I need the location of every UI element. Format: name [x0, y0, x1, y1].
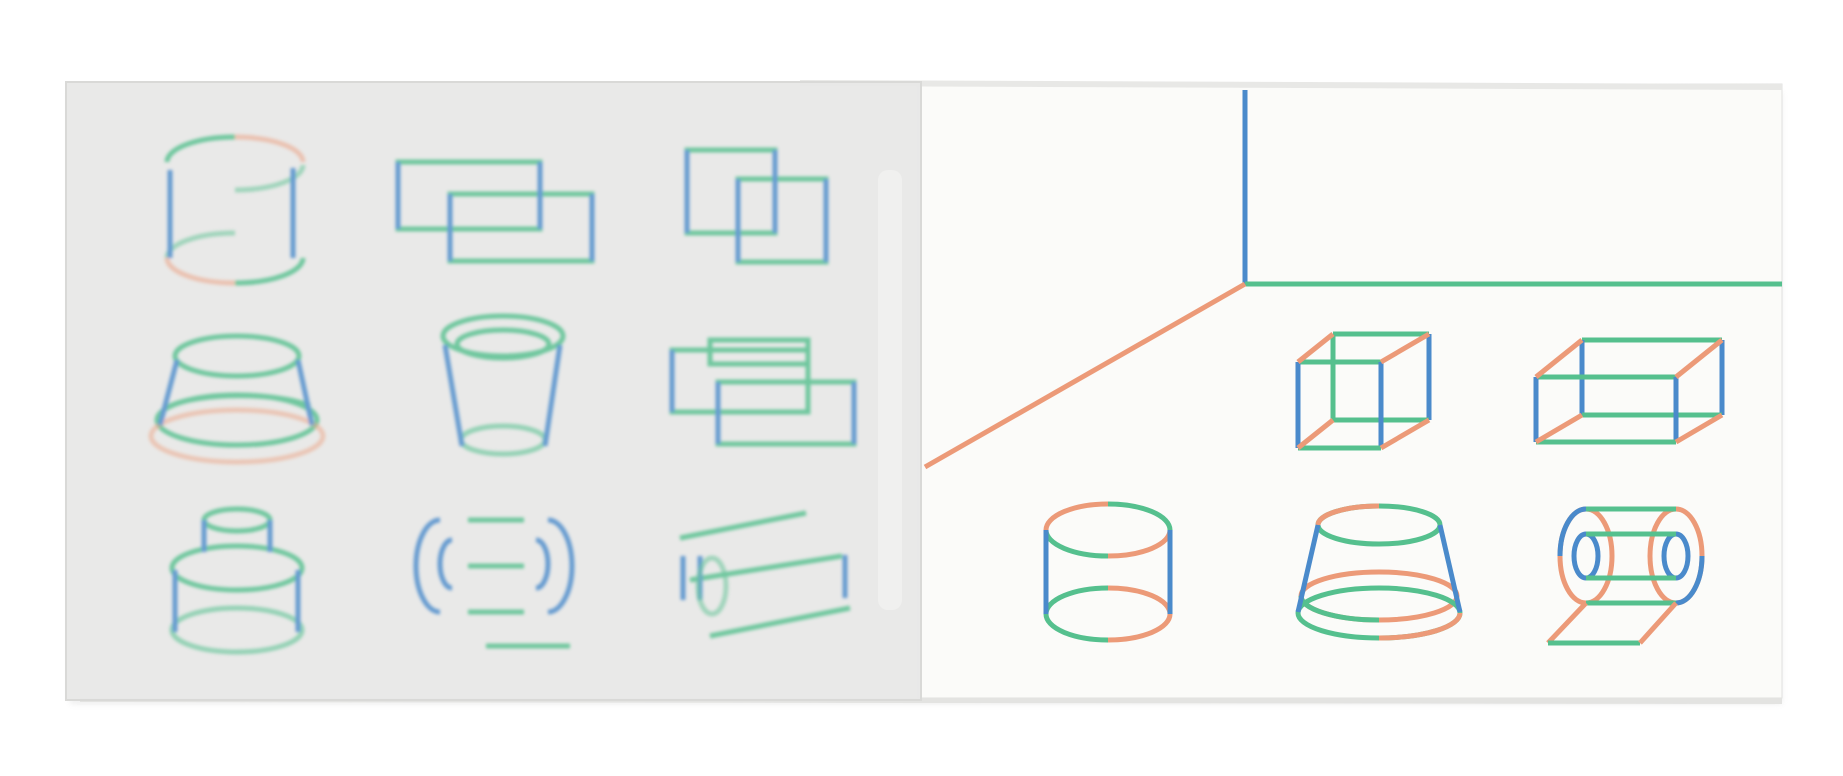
roll-drawing: [1546, 506, 1705, 646]
sheet-roll: [413, 517, 575, 649]
room-corner: [923, 90, 1782, 470]
cube-drawing: [1295, 331, 1432, 451]
sheet-offset-box: [669, 337, 857, 447]
box-drawing: [1533, 337, 1725, 445]
tracing-sheet-edge: [65, 81, 922, 701]
sheet-double-box: [395, 159, 595, 264]
tracing-sheet: [66, 82, 921, 700]
sheet-drawings: [148, 134, 857, 655]
sheet-cylinder: [164, 134, 306, 286]
sheet-stacked-cylinder: [169, 506, 305, 655]
cylinder-drawing: [1043, 501, 1173, 643]
frustum-drawing: [1295, 503, 1463, 641]
sheet-box: [684, 147, 829, 265]
page-edge-top: [800, 80, 1782, 90]
sheet-cup: [440, 313, 566, 457]
sheet-frustum: [148, 333, 326, 465]
sheet-tab-highlight: [878, 170, 902, 610]
sheet-slab: [679, 510, 851, 639]
